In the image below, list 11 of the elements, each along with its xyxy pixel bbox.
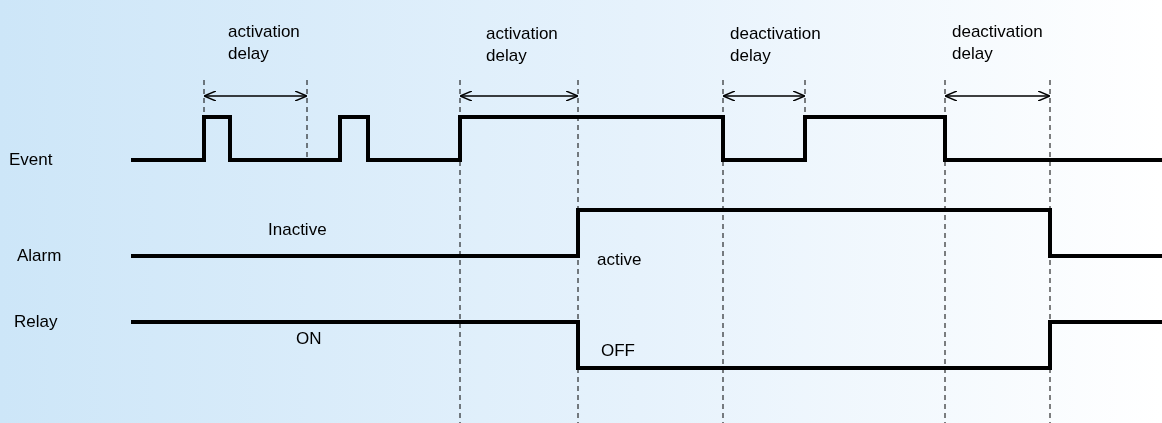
delay-label: deactivation delay — [730, 23, 822, 67]
state-label: active — [597, 249, 643, 271]
signal-name: Relay — [14, 311, 59, 333]
signal-name: Event — [9, 149, 54, 171]
state-label: ON — [296, 328, 323, 350]
delay-label: activation delay — [486, 23, 559, 67]
signal-name: Alarm — [17, 245, 63, 267]
delay-label: activation delay — [228, 21, 301, 65]
state-label: Inactive — [268, 219, 328, 241]
delay-label: deactivation delay — [952, 21, 1044, 65]
state-label: OFF — [601, 340, 636, 362]
